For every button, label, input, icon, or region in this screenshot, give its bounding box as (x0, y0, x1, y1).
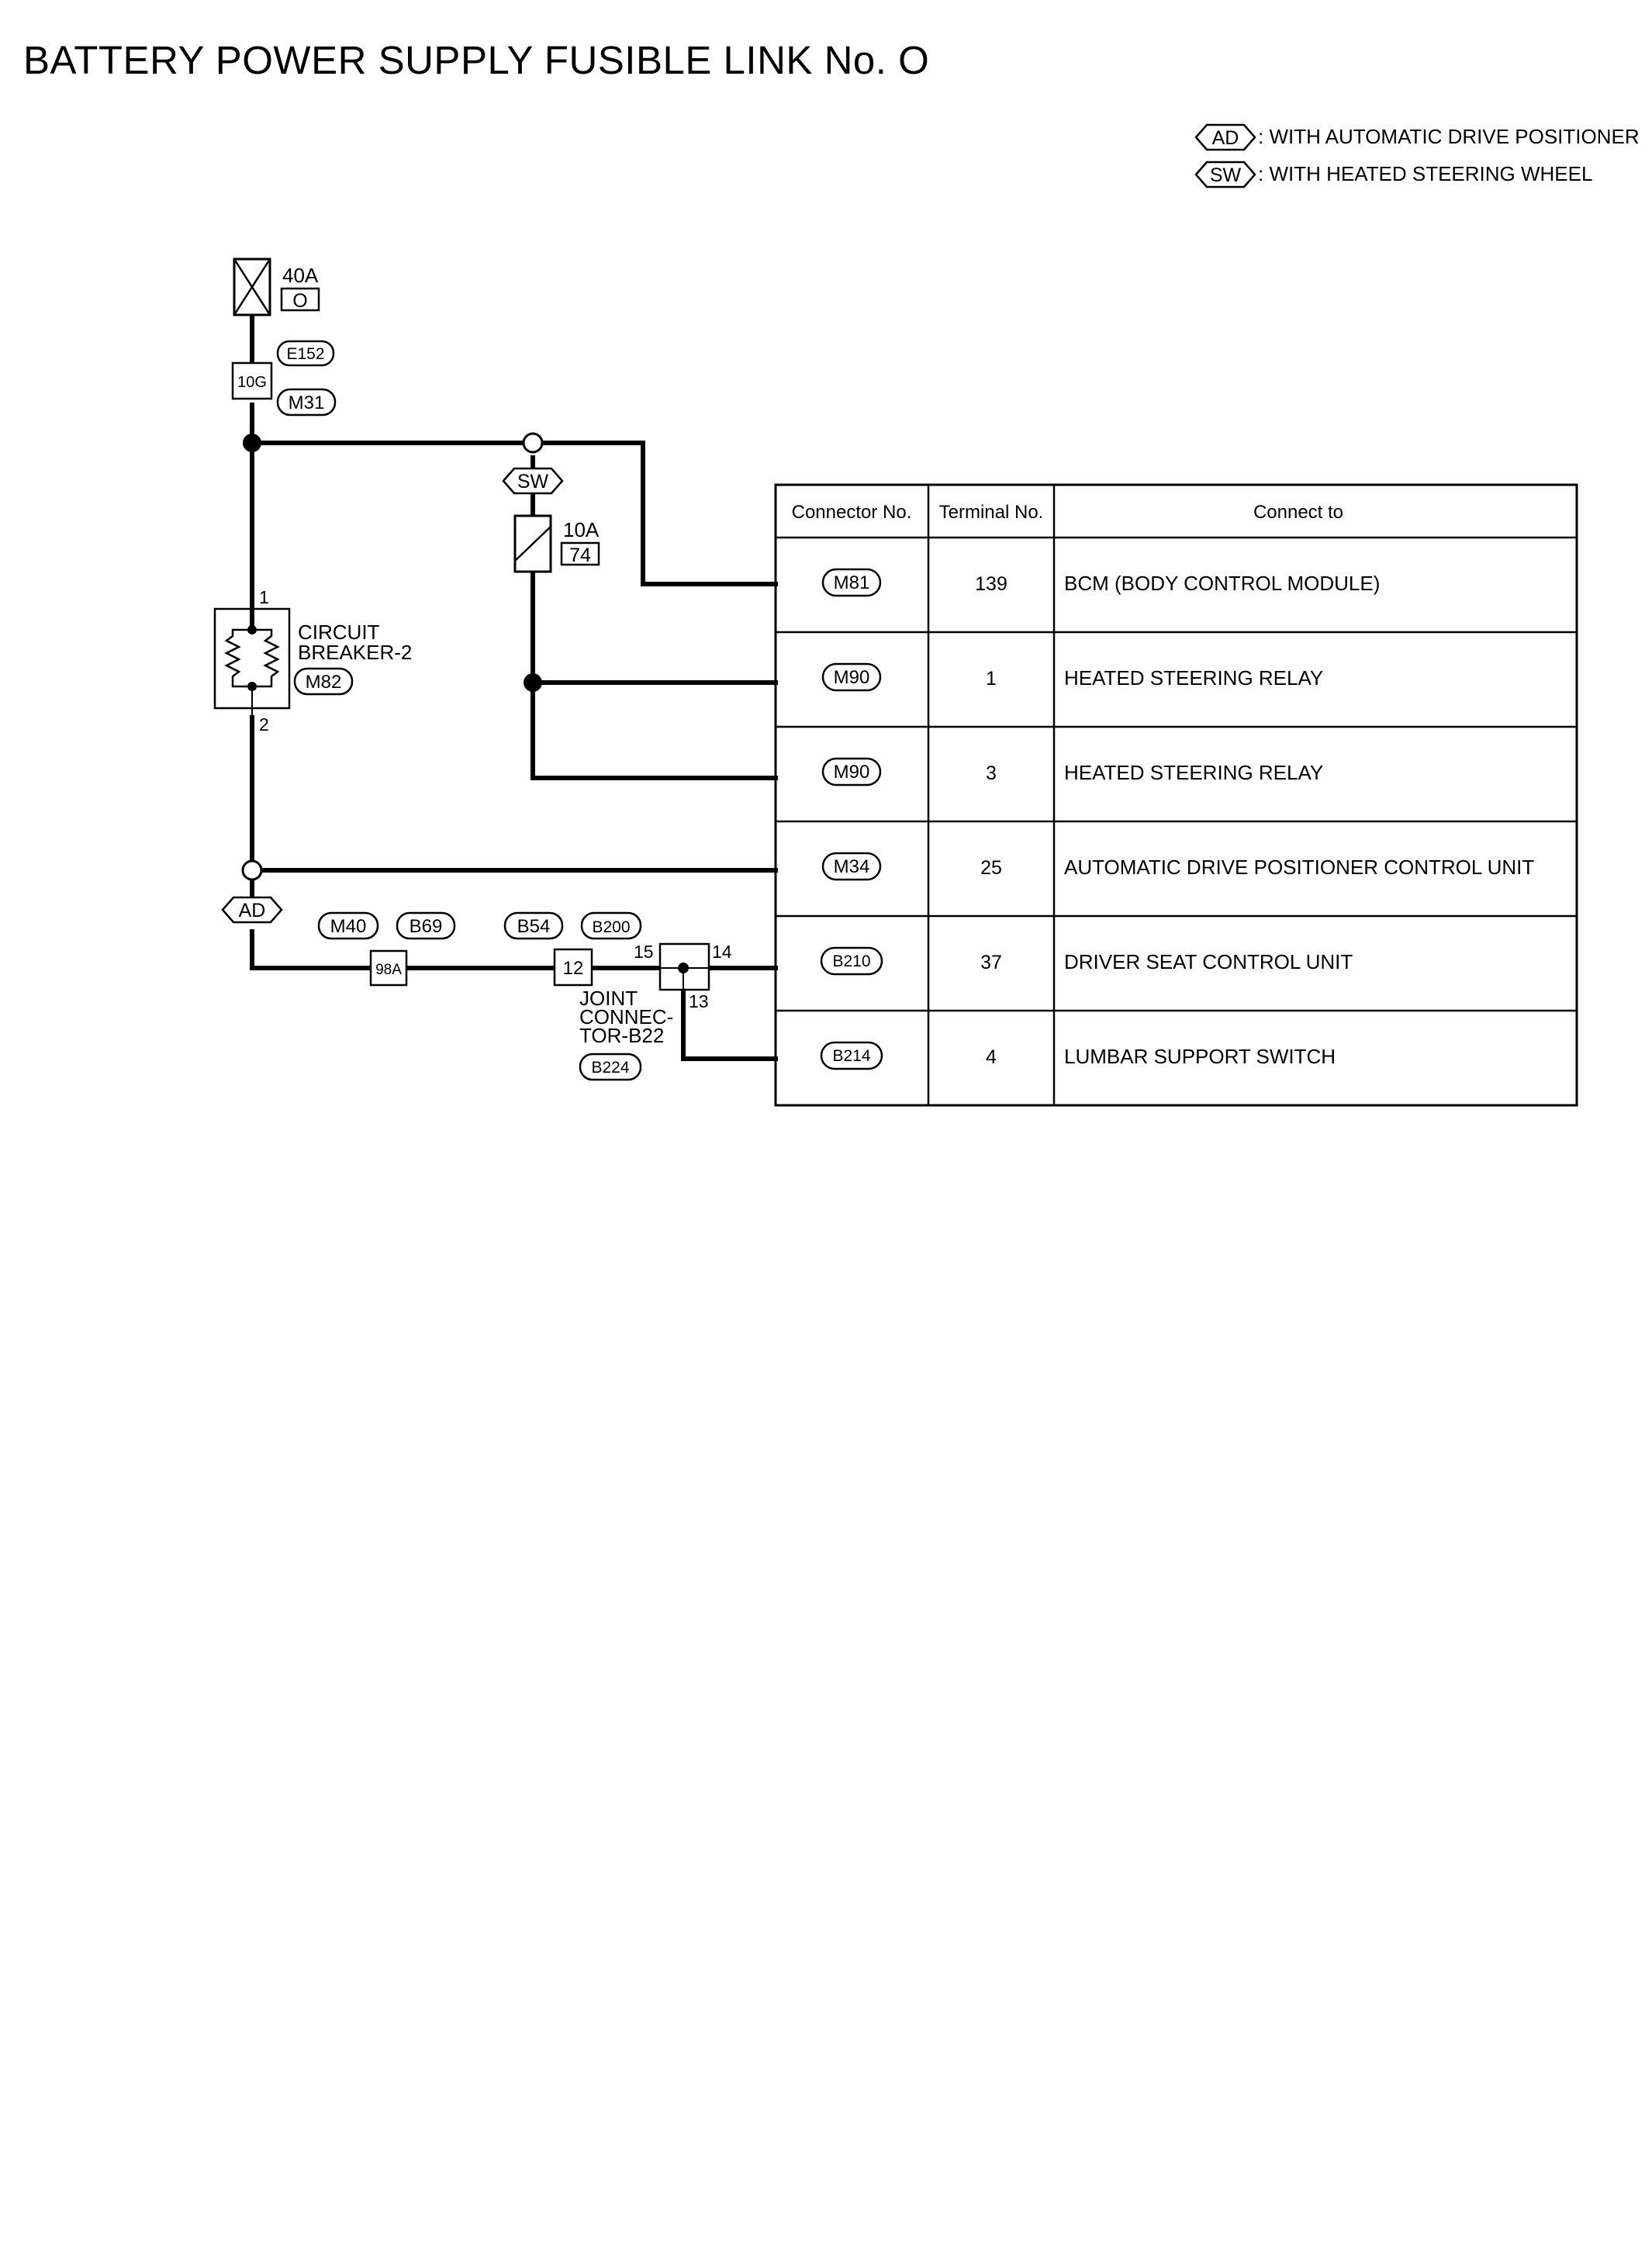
table-cell-connect-to: LUMBAR SUPPORT SWITCH (1064, 1045, 1336, 1068)
table-row: B210 37 DRIVER SEAT CONTROL UNIT (820, 946, 1353, 976)
table-cell-connector: B214 (832, 1047, 870, 1065)
joint-pin-branch: 13 (689, 991, 709, 1011)
table-cell-terminal: 25 (980, 857, 1002, 879)
table-cell-terminal: 3 (986, 762, 997, 784)
fusible-link-rating: 40A (282, 264, 319, 287)
connector-tag-m82 (293, 667, 354, 696)
connector-label-m31: M31 (289, 392, 325, 413)
connector-tag-b54 (503, 911, 564, 940)
table-cell-connect-to: AUTOMATIC DRIVE POSITIONER CONTROL UNIT (1064, 856, 1534, 879)
option-node-sw (522, 432, 544, 454)
table-row: M34 25 AUTOMATIC DRIVE POSITIONER CONTRO… (821, 852, 1534, 881)
option-tag-sw-branch (502, 467, 564, 495)
table-cell-terminal: 37 (980, 952, 1002, 973)
legend-item-sw: SW : WITH HEATED STEERING WHEEL (1194, 161, 1592, 188)
fusible-link-id-box (280, 287, 320, 312)
harness-connector-98a: M40 B69 98A (317, 911, 456, 987)
connector-label-b69: B69 (410, 916, 443, 937)
connector-label-b200: B200 (592, 918, 630, 936)
harness-terminal-12: 12 (563, 958, 584, 979)
connector-tag-m90 (821, 757, 882, 787)
option-tag-ad-branch (221, 896, 283, 924)
connector-tag-b224 (579, 1053, 642, 1081)
joint-connector: 15 14 13 JOINT CONNEC- TOR-B22 B224 (579, 942, 732, 1081)
table-cell-connector: M81 (834, 572, 870, 593)
option-code-sw-branch: SW (517, 471, 549, 493)
fuse-number-box (560, 541, 600, 566)
harness-connector-12: B54 B200 12 (503, 911, 642, 987)
table-cell-connect-to: DRIVER SEAT CONTROL UNIT (1064, 950, 1353, 973)
fusible-link-id: O (292, 290, 307, 312)
option-tag-ad (1194, 123, 1256, 151)
table-row: M81 139 BCM (BODY CONTROL MODULE) (821, 568, 1380, 597)
connector-tag-b210 (820, 946, 883, 976)
option-tag-sw (1194, 161, 1256, 188)
connector-tag-m34 (821, 852, 882, 881)
breaker-label-line2: BREAKER-2 (298, 641, 412, 664)
wire-ad-branch (250, 929, 373, 970)
splice-main (243, 434, 261, 452)
fuse-number: 74 (569, 545, 591, 566)
table-cell-connect-to: BCM (BODY CONTROL MODULE) (1064, 572, 1380, 595)
breaker-pin-in: 1 (259, 587, 269, 607)
connector-tag-b200 (580, 911, 642, 940)
table-row: M90 1 HEATED STEERING RELAY (821, 662, 1323, 692)
connector-tag-e152 (276, 340, 335, 367)
table-header-connector: Connector No. (792, 502, 912, 523)
harness-terminal-98a: 98A (375, 962, 402, 978)
breaker-label-line1: CIRCUIT (298, 621, 380, 644)
connector-label-m40: M40 (330, 916, 367, 937)
option-node-ad (241, 859, 263, 881)
harness-connector-10g: 10G E152 M31 (231, 340, 337, 417)
option-code-ad-branch: AD (239, 900, 266, 921)
table-cell-connect-to: HEATED STEERING RELAY (1064, 761, 1323, 784)
table-cell-terminal: 1 (986, 668, 997, 690)
circuit-breaker: 1 2 CIRCUIT BREAKER-2 M82 (213, 587, 412, 735)
table-cell-connector: M90 (834, 762, 870, 783)
joint-pin-out: 14 (712, 942, 732, 962)
option-code-sw: SW (1210, 164, 1242, 186)
option-code-ad: AD (1212, 127, 1239, 149)
page-title: BATTERY POWER SUPPLY FUSIBLE LINK No. O (23, 38, 930, 82)
splice-fuse-out (524, 673, 542, 692)
connector-tag-m81 (821, 568, 882, 597)
connector-label-b224: B224 (591, 1059, 629, 1077)
table-row: B214 4 LUMBAR SUPPORT SWITCH (820, 1041, 1336, 1070)
joint-label-line1: JOINT (579, 987, 638, 1010)
table-cell-connector: M34 (834, 856, 870, 877)
legend-item-ad: AD : WITH AUTOMATIC DRIVE POSITIONER (1194, 123, 1640, 151)
table-header-connect-to: Connect to (1253, 502, 1343, 523)
table-cell-connect-to: HEATED STEERING RELAY (1064, 666, 1323, 690)
connector-label-b54: B54 (517, 916, 551, 937)
legend-text-sw: : WITH HEATED STEERING WHEEL (1258, 162, 1592, 185)
wire-joint-to-lumbar (681, 966, 778, 1061)
table-frame (774, 483, 1578, 1107)
connector-tag-b214 (820, 1041, 883, 1070)
connector-tag-m90 (821, 662, 882, 692)
legend: AD : WITH AUTOMATIC DRIVE POSITIONER SW … (1194, 123, 1640, 188)
connector-label-m82: M82 (306, 672, 342, 693)
connector-tag-m40 (317, 911, 379, 940)
wire-to-bcm (250, 441, 778, 586)
connector-tag-b69 (396, 911, 456, 940)
table-cell-terminal: 139 (975, 573, 1007, 595)
connector-tag-m31 (276, 388, 337, 417)
breaker-pin-out: 2 (259, 714, 269, 735)
table-cell-terminal: 4 (986, 1046, 997, 1068)
table-cell-connector: B210 (832, 952, 870, 970)
connection-table: Connector No. Terminal No. Connect to M8… (774, 483, 1578, 1107)
legend-text-ad: : WITH AUTOMATIC DRIVE POSITIONER (1258, 125, 1640, 148)
table-row: M90 3 HEATED STEERING RELAY (821, 757, 1323, 787)
joint-label-line3: TOR-B22 (579, 1024, 664, 1047)
table-header-terminal: Terminal No. (939, 502, 1044, 523)
connector-label-e152: E152 (286, 345, 324, 363)
fuse-rating: 10A (563, 518, 600, 541)
harness-terminal-10g: 10G (237, 374, 267, 391)
table-cell-connector: M90 (834, 667, 870, 688)
fusible-link: 40A O (233, 258, 320, 319)
fuse-10a: SW 10A 74 (502, 467, 600, 573)
joint-pin-in: 15 (634, 942, 654, 962)
joint-label-line2: CONNEC- (579, 1005, 673, 1029)
